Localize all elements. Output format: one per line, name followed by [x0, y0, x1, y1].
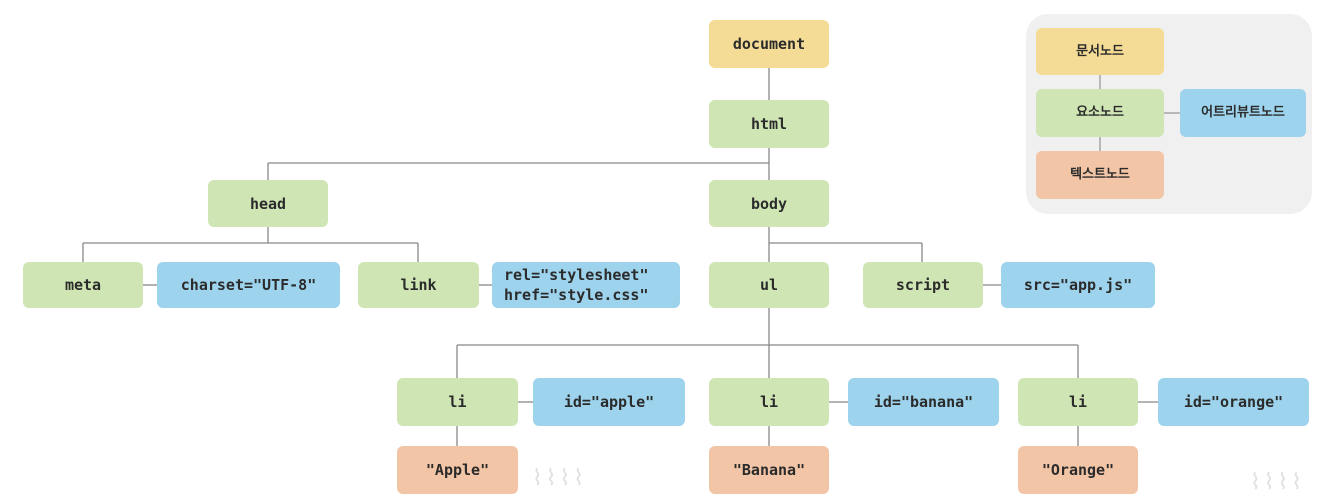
html-node: html	[709, 100, 829, 148]
document-node: document	[709, 20, 829, 68]
meta-charset-attribute: charset="UTF-8"	[157, 262, 340, 308]
script-src-attribute: src="app.js"	[1001, 262, 1155, 308]
li-apple-node: li	[397, 378, 518, 426]
li-banana-id-attribute: id="banana"	[848, 378, 999, 426]
orange-text-node: "Orange"	[1018, 446, 1138, 494]
decorative-marks-left: ⌇⌇⌇⌇	[532, 466, 587, 491]
li-orange-id-attribute: id="orange"	[1158, 378, 1309, 426]
ul-node: ul	[709, 262, 829, 308]
legend-element-node: 요소노드	[1036, 89, 1164, 137]
banana-text-node: "Banana"	[709, 446, 829, 494]
link-attributes: rel="stylesheet" href="style.css"	[492, 262, 680, 308]
head-node: head	[208, 180, 328, 227]
li-banana-node: li	[709, 378, 829, 426]
legend-text-node: 텍스트노드	[1036, 151, 1164, 199]
legend-document-node: 문서노드	[1036, 28, 1164, 75]
li-orange-node: li	[1018, 378, 1138, 426]
li-apple-id-attribute: id="apple"	[533, 378, 685, 426]
apple-text-node: "Apple"	[397, 446, 518, 494]
meta-node: meta	[23, 262, 143, 308]
legend-attribute-node: 어트리뷰트노드	[1180, 89, 1306, 137]
decorative-marks-right: ⌇⌇⌇⌇	[1250, 470, 1305, 495]
link-node: link	[358, 262, 479, 308]
body-node: body	[709, 180, 829, 227]
script-node: script	[863, 262, 983, 308]
